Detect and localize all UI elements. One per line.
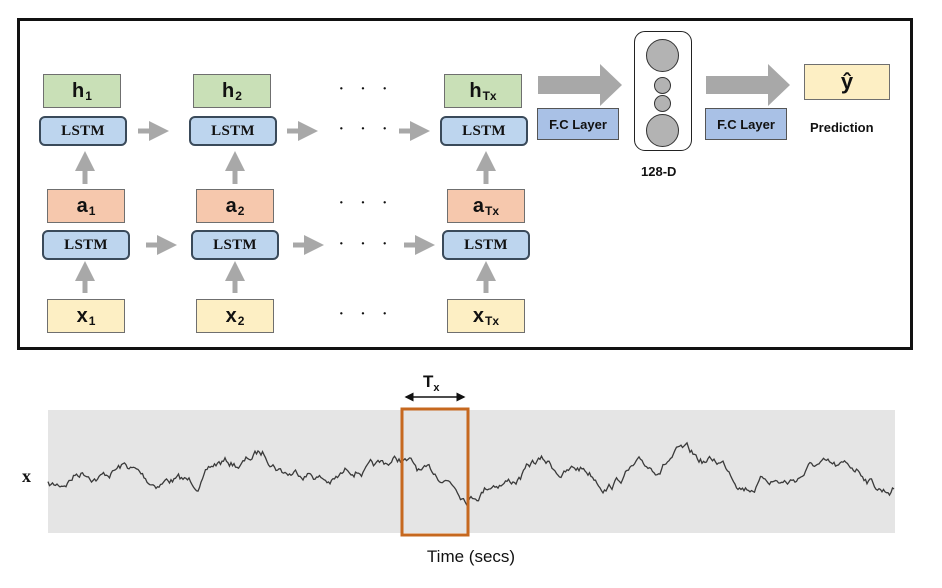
prediction-caption: Prediction	[810, 120, 874, 135]
x2-base: x	[225, 304, 237, 327]
lstm-bottom-1-label: LSTM	[64, 236, 108, 253]
aTx-base: a	[472, 194, 485, 217]
neuron-mid-2	[654, 95, 671, 112]
output-yhat: ŷ	[804, 64, 890, 100]
window-label-base: T	[423, 372, 434, 391]
dots-top-h: · · ·	[338, 78, 393, 100]
h2-sub: 2	[235, 89, 242, 103]
window-label: Tx	[423, 372, 440, 394]
xTx-base: x	[472, 304, 485, 327]
a1-base: a	[76, 194, 88, 217]
dense-128d-column	[634, 31, 692, 151]
window-label-sub: x	[433, 382, 440, 394]
lstm-bottom-Tx-label: LSTM	[464, 236, 508, 253]
fc-layer-2-label: F.C Layer	[717, 116, 775, 132]
dots-input-x: · · ·	[338, 303, 393, 325]
x1-sub: 1	[88, 314, 96, 328]
lstm-bottom-1: LSTM	[42, 230, 130, 260]
a1-sub: 1	[88, 204, 96, 218]
lstm-top-Tx: LSTM	[440, 116, 528, 146]
big-arrows	[538, 64, 790, 106]
dots-top-lstm: · · ·	[338, 118, 393, 140]
h1-base: h	[72, 79, 85, 102]
h2-base: h	[222, 79, 235, 102]
x1-base: x	[76, 304, 88, 327]
dots-mid-a: · · ·	[338, 192, 393, 214]
lstm-top-1-label: LSTM	[61, 122, 105, 139]
fc-layer-1: F.C Layer	[537, 108, 619, 140]
dots-mid-lstm: · · ·	[338, 233, 393, 255]
window-box	[400, 407, 470, 537]
big-arrow-2	[706, 64, 790, 106]
neuron-top	[646, 39, 679, 72]
model-diagram-frame	[17, 18, 913, 350]
x2-sub: 2	[237, 314, 245, 328]
vertical-arrows	[75, 151, 496, 293]
lstm-top-2: LSTM	[189, 116, 277, 146]
lstm-bottom-2: LSTM	[191, 230, 279, 260]
signal-trace	[47, 441, 895, 506]
signal-band	[48, 410, 895, 533]
neuron-bottom	[646, 114, 679, 147]
hTx-sub: Tx	[482, 89, 497, 103]
yhat-symbol: ŷ	[840, 69, 854, 94]
aTx-sub: Tx	[485, 204, 500, 218]
a2-base: a	[225, 194, 237, 217]
lstm-top-Tx-label: LSTM	[462, 122, 506, 139]
h1-sub: 1	[85, 89, 92, 103]
signal-input-label: x	[22, 466, 31, 486]
lstm-top-1: LSTM	[39, 116, 127, 146]
xTx-sub: Tx	[485, 314, 500, 328]
fc-layer-1-label: F.C Layer	[549, 116, 607, 132]
big-arrow-1	[538, 64, 622, 106]
lstm-top-2-label: LSTM	[211, 122, 255, 139]
lstm-bottom-2-label: LSTM	[213, 236, 257, 253]
horizontal-arrows	[138, 121, 435, 255]
fc-layer-2: F.C Layer	[705, 108, 787, 140]
neuron-mid-1	[654, 77, 671, 94]
lstm-bottom-Tx: LSTM	[442, 230, 530, 260]
a2-sub: 2	[237, 204, 245, 218]
time-axis-label: Time (secs)	[426, 547, 516, 566]
node-caption: 128-D	[641, 164, 677, 179]
hTx-base: h	[469, 79, 482, 102]
